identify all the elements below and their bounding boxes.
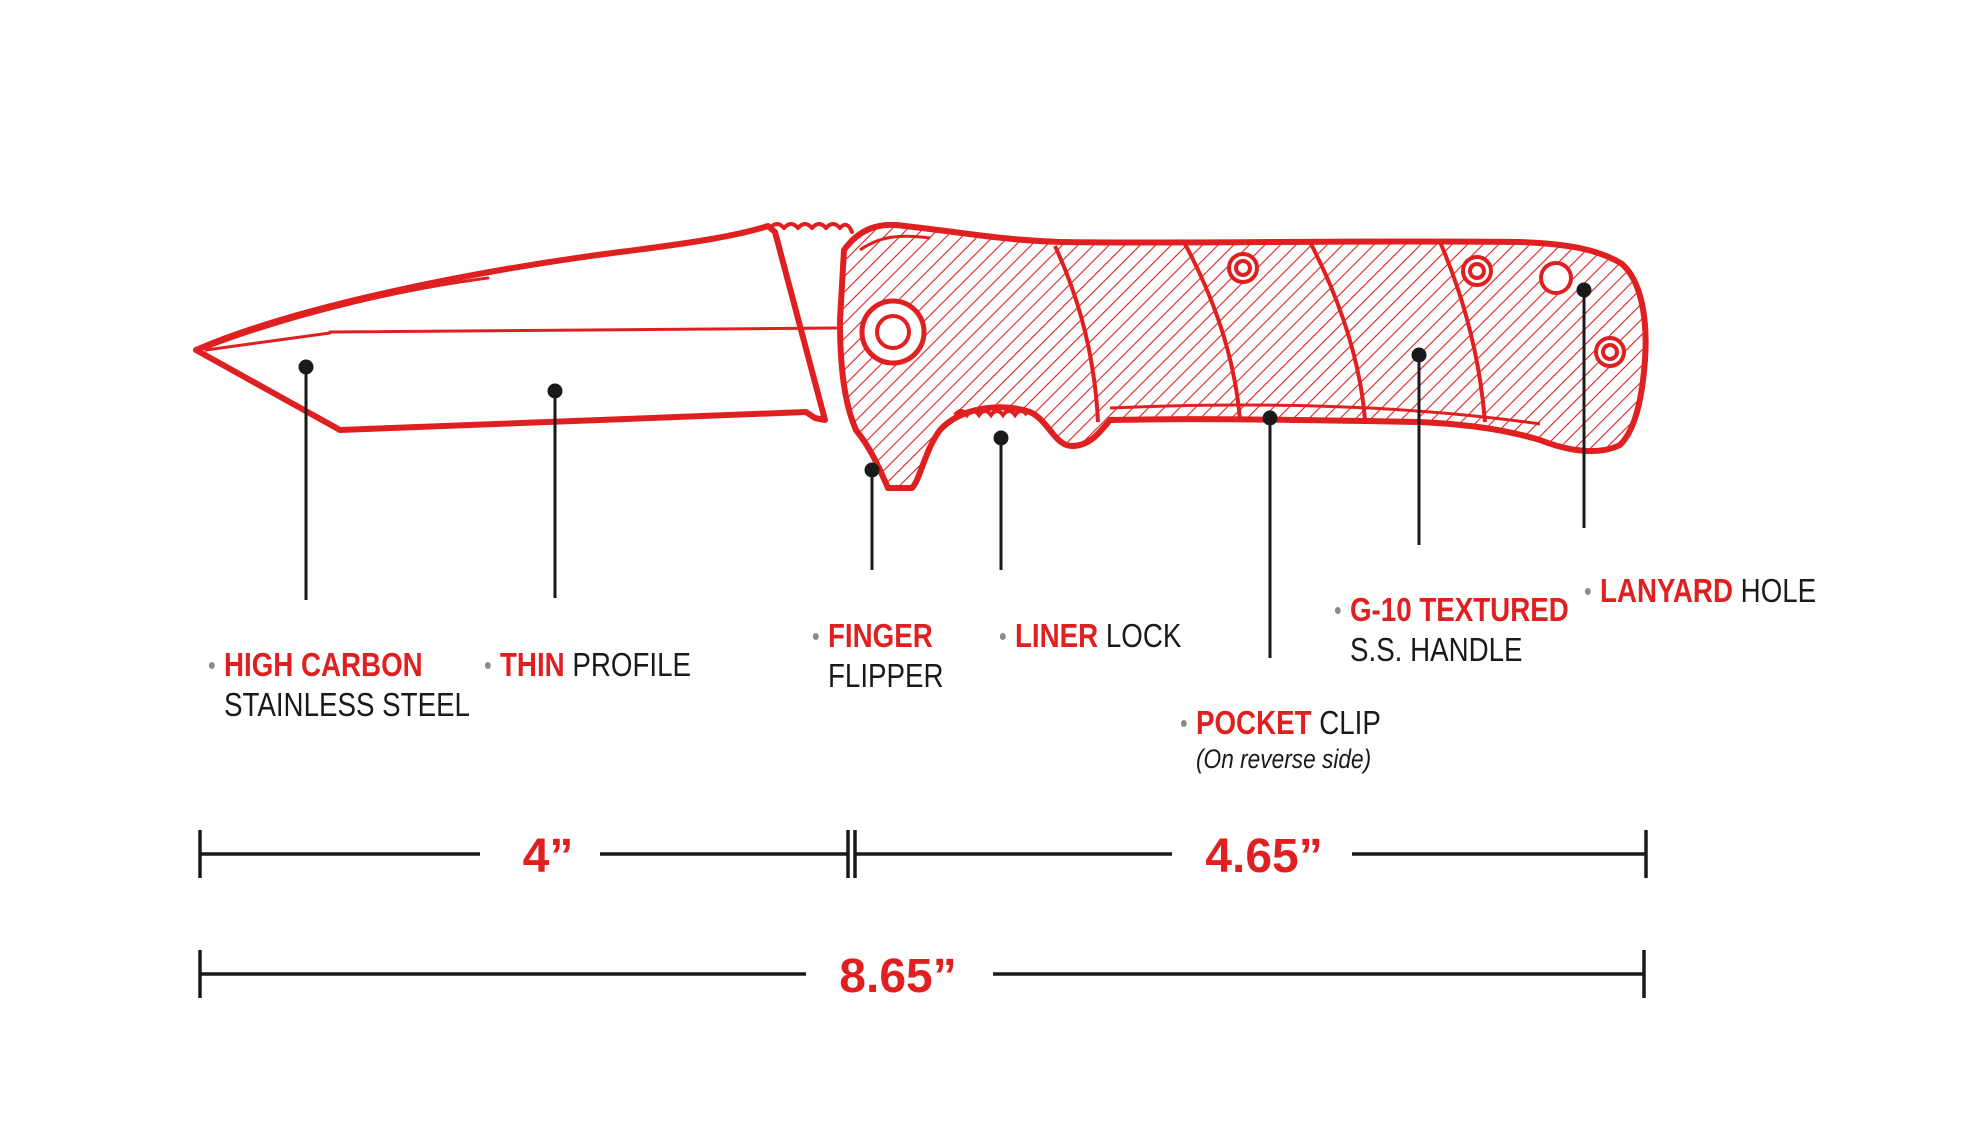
callout-second-line: S.S. HANDLE xyxy=(1350,631,1523,668)
leader-pocket-clip xyxy=(1262,410,1278,658)
callout-red-text: THIN xyxy=(500,646,565,683)
callout-text: PROFILE xyxy=(564,646,691,683)
handle-screws xyxy=(1227,252,1626,368)
finger-groove-teeth xyxy=(953,409,1029,419)
dimension-blade-label: 4” xyxy=(523,830,574,883)
segment-line-2 xyxy=(1183,243,1242,421)
bullet-dot xyxy=(1584,588,1591,595)
dimension-handle xyxy=(853,830,1648,878)
leader-liner-lock xyxy=(993,430,1009,570)
callout-pocket-clip: POCKET CLIP (On reverse side) xyxy=(1180,703,1381,775)
blade-outline xyxy=(193,223,828,433)
callout-note: (On reverse side) xyxy=(1196,744,1372,774)
handle xyxy=(837,221,1649,491)
screw-1 xyxy=(1227,252,1259,284)
callout-red-text: G-10 TEXTURED xyxy=(1350,591,1569,628)
bullet-dot xyxy=(1334,607,1341,614)
handle-inner-edge xyxy=(859,234,931,252)
leader-lines xyxy=(298,282,1592,658)
callout-second-line: STAINLESS STEEL xyxy=(224,686,470,723)
dimension-blade xyxy=(198,830,850,878)
leader-thin-profile xyxy=(547,383,563,598)
dimension-overall-label: 8.65” xyxy=(839,950,956,1003)
callout-lanyard-hole: LANYARD HOLE xyxy=(1584,571,1817,611)
blade-grind-line xyxy=(328,326,838,334)
callout-red-text: HIGH CARBON xyxy=(224,646,423,683)
blade-bevel-line xyxy=(204,276,490,350)
dimension-handle-label: 4.65” xyxy=(1205,830,1322,883)
blade xyxy=(193,222,854,433)
callout-text: LOCK xyxy=(1098,617,1182,654)
blade-spine-teeth xyxy=(768,222,854,234)
leader-high-carbon xyxy=(298,359,314,600)
bullet-dot xyxy=(1180,720,1187,727)
callout-second-line: FLIPPER xyxy=(828,657,944,694)
segment-line-4 xyxy=(1438,241,1487,423)
callout-liner-lock: LINER LOCK xyxy=(999,616,1182,656)
callout-high-carbon: HIGH CARBON STAINLESS STEEL xyxy=(208,645,470,725)
handle-segment-lines xyxy=(1053,241,1487,423)
leader-finger-flipper xyxy=(864,462,880,570)
bullet-dot xyxy=(999,633,1006,640)
callout-text: HOLE xyxy=(1732,572,1817,609)
callout-red-text: FINGER xyxy=(828,617,933,654)
leader-g10-handle xyxy=(1411,347,1427,545)
callout-thin-profile: THIN PROFILE xyxy=(484,645,691,685)
bullet-dot xyxy=(484,662,491,669)
leader-lanyard-hole xyxy=(1576,282,1592,528)
callout-red-text: LINER xyxy=(1015,617,1099,654)
segment-line-1 xyxy=(1053,245,1100,423)
callout-red-text: LANYARD xyxy=(1600,572,1733,609)
callout-text: CLIP xyxy=(1311,704,1381,741)
bullet-dot xyxy=(812,633,819,640)
callout-red-text: POCKET xyxy=(1196,704,1312,741)
callout-g10-handle: G-10 TEXTURED S.S. HANDLE xyxy=(1334,590,1569,670)
dimension-overall xyxy=(198,950,1646,998)
segment-line-3 xyxy=(1308,241,1367,421)
blade-tip-line xyxy=(204,331,332,352)
bullet-dot xyxy=(208,662,215,669)
handle-outline xyxy=(837,221,1649,491)
screw-2 xyxy=(1461,255,1493,287)
screw-3 xyxy=(1594,336,1626,368)
callout-finger-flipper: FINGER FLIPPER xyxy=(812,616,944,696)
lanyard-hole-ring xyxy=(1539,261,1573,295)
pivot-screw xyxy=(859,298,927,366)
